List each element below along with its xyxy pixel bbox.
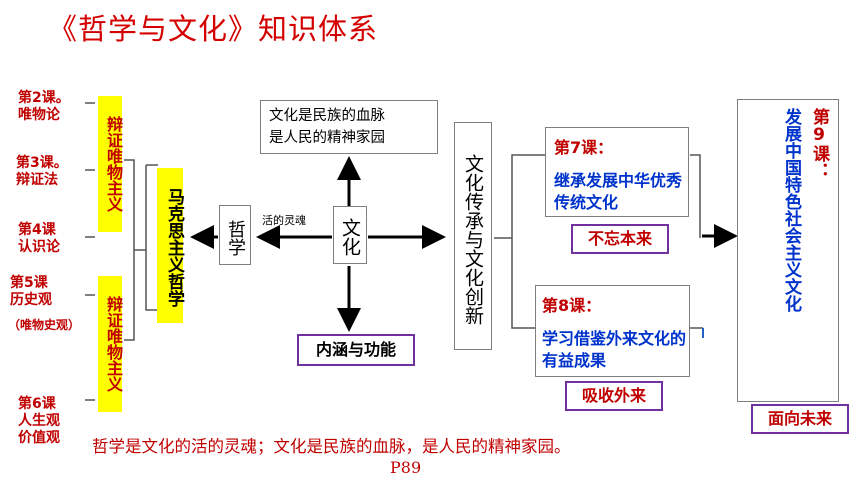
- living-soul-label: 活的灵魂: [262, 214, 306, 227]
- lesson-9-box: 第9课： 发展中国特色社会主义文化: [737, 99, 839, 402]
- lesson-8-text: 学习借鉴外来文化的有益成果: [542, 329, 687, 370]
- lesson-6-label: 第6课 人生观 价值观: [18, 396, 60, 446]
- lesson-9-tag: 面向未来: [751, 404, 849, 434]
- lesson-5-label: 第5课 历史观: [10, 275, 52, 308]
- lesson-7-label: 第7课：: [554, 138, 614, 157]
- blood-spiritual-home-box: 文化是民族的血脉 是人民的精神家园: [260, 100, 438, 154]
- historical-materialism-label: 辩证唯物主义: [98, 276, 123, 412]
- lesson-2-label: 第2课。 唯物论: [18, 90, 70, 123]
- dialectical-materialism-label: 辩证唯物主义: [98, 96, 123, 232]
- marxist-philosophy-label: 马克思主义哲学: [157, 168, 184, 323]
- lesson-8-box: 第8课： 学习借鉴外来文化的有益成果: [535, 285, 690, 377]
- lesson-8-label: 第8课：: [542, 296, 602, 315]
- philosophy-box: 哲学: [219, 205, 251, 265]
- lesson-9-text: 发展中国特色社会主义文化: [781, 108, 801, 312]
- lesson-4-label: 第4课 认识论: [18, 222, 60, 255]
- culture-box: 文化: [333, 206, 367, 264]
- connotation-function-box: 内涵与功能: [297, 334, 415, 366]
- lesson-9-label: 第9课：: [809, 108, 829, 179]
- inherit-innovate-box: 文化传承与文化创新: [454, 122, 492, 350]
- page-title: 《哲学与文化》知识体系: [48, 12, 379, 46]
- lesson-8-tag: 吸收外来: [565, 381, 663, 411]
- lesson-7-box: 第7课： 继承发展中华优秀传统文化: [545, 127, 689, 217]
- lesson-7-tag: 不忘本来: [571, 224, 669, 254]
- footer-text: 哲学是文化的活的灵魂；文化是民族的血脉，是人民的精神家园。: [92, 437, 571, 456]
- lesson-7-text: 继承发展中华优秀传统文化: [554, 171, 683, 212]
- lesson-3-label: 第3课。 辩证法: [16, 155, 68, 188]
- page-reference: P89: [390, 458, 422, 477]
- lesson-5-sub: （唯物史观）: [8, 318, 81, 332]
